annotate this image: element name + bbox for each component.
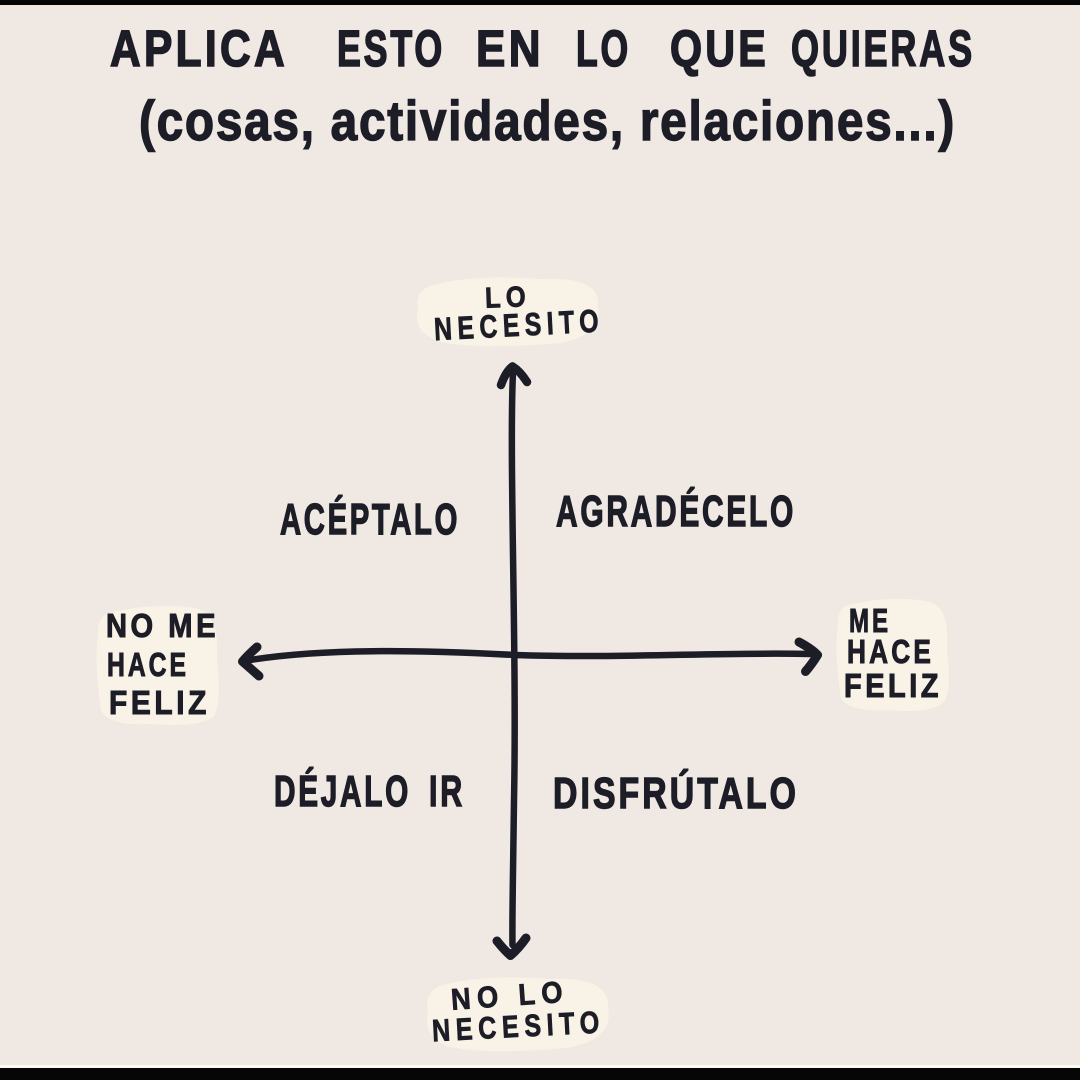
svg-text:LO: LO — [484, 281, 531, 315]
svg-text:FELIZ: FELIZ — [844, 667, 942, 704]
svg-text:QUIERAS: QUIERAS — [791, 20, 975, 77]
svg-text:ESTO: ESTO — [337, 20, 445, 77]
svg-text:NO ME: NO ME — [106, 607, 219, 644]
svg-text:ACÉPTALO: ACÉPTALO — [280, 494, 460, 544]
svg-text:QUE: QUE — [670, 20, 769, 77]
svg-text:NO LO: NO LO — [450, 976, 570, 1017]
svg-text:(cosas, actividades, relacione: (cosas, actividades, relaciones...) — [139, 89, 956, 152]
svg-text:HACE: HACE — [847, 633, 934, 670]
svg-text:APLICA: APLICA — [110, 20, 288, 77]
svg-text:IR: IR — [429, 767, 465, 816]
svg-text:EN: EN — [476, 20, 544, 77]
svg-text:DÉJALO: DÉJALO — [274, 766, 411, 816]
svg-text:FELIZ: FELIZ — [109, 684, 210, 721]
svg-text:DISFRÚTALO: DISFRÚTALO — [553, 768, 799, 818]
svg-text:NECESITO: NECESITO — [431, 1004, 606, 1048]
svg-text:HACE: HACE — [107, 646, 189, 683]
svg-text:AGRADÉCELO: AGRADÉCELO — [556, 486, 796, 536]
svg-text:LO: LO — [576, 20, 631, 77]
svg-text:ME: ME — [849, 602, 891, 639]
